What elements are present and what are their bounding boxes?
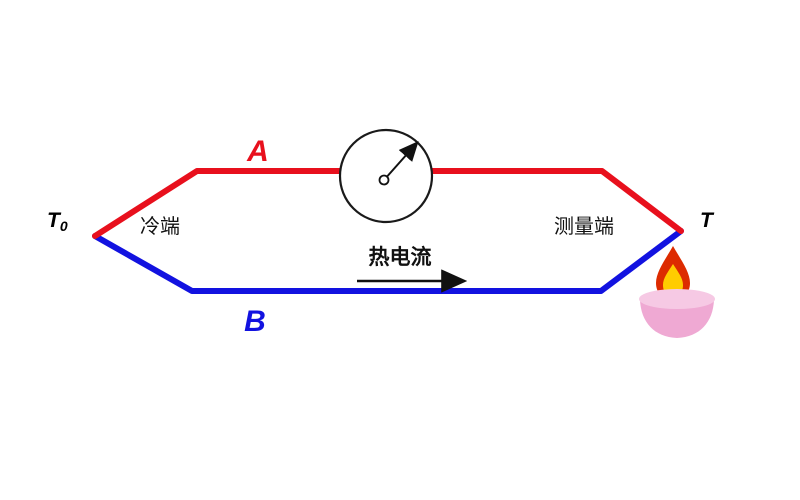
label-measure-junction: 测量端 <box>554 215 614 238</box>
label-t-hot: T <box>700 209 715 232</box>
label-t0: T0 <box>47 209 68 234</box>
candle-bowl-rim <box>639 289 715 309</box>
galvanometer-needle <box>383 141 419 181</box>
flame-inner <box>663 264 683 297</box>
label-wire-a: A <box>246 135 269 168</box>
wire-b-blue <box>92 228 684 294</box>
candle-heat-source <box>639 246 715 338</box>
label-wire-b: B <box>244 305 266 338</box>
candle-bowl <box>640 300 714 338</box>
galvanometer-pivot <box>378 174 390 186</box>
label-cold-junction: 冷端 <box>140 215 180 238</box>
label-thermo-current: 热电流 <box>369 245 432 269</box>
